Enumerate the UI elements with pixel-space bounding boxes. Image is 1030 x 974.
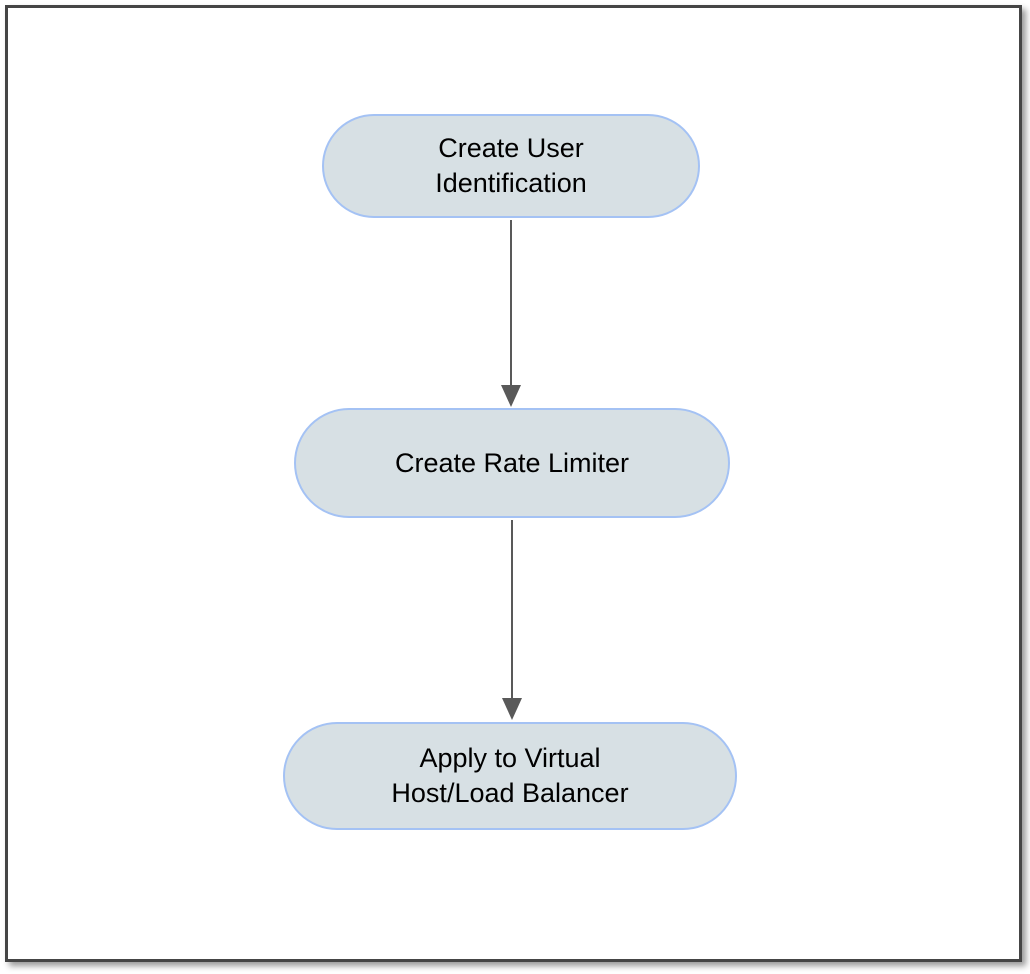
flow-node-label: Create Rate Limiter: [394, 447, 630, 478]
flow-node-label: Apply to Virtual Host/Load Balancer: [391, 743, 629, 808]
flow-node-create-rate-limiter: Create Rate Limiter: [294, 408, 730, 518]
flow-node-create-user-identification: Create User Identification: [322, 114, 700, 218]
arrow-down-icon: [501, 220, 521, 407]
flow-node-apply-virtual-host-load-balancer: Apply to Virtual Host/Load Balancer: [283, 722, 737, 830]
flow-node-label: Create User Identification: [435, 133, 587, 198]
arrow-down-icon: [502, 520, 522, 720]
